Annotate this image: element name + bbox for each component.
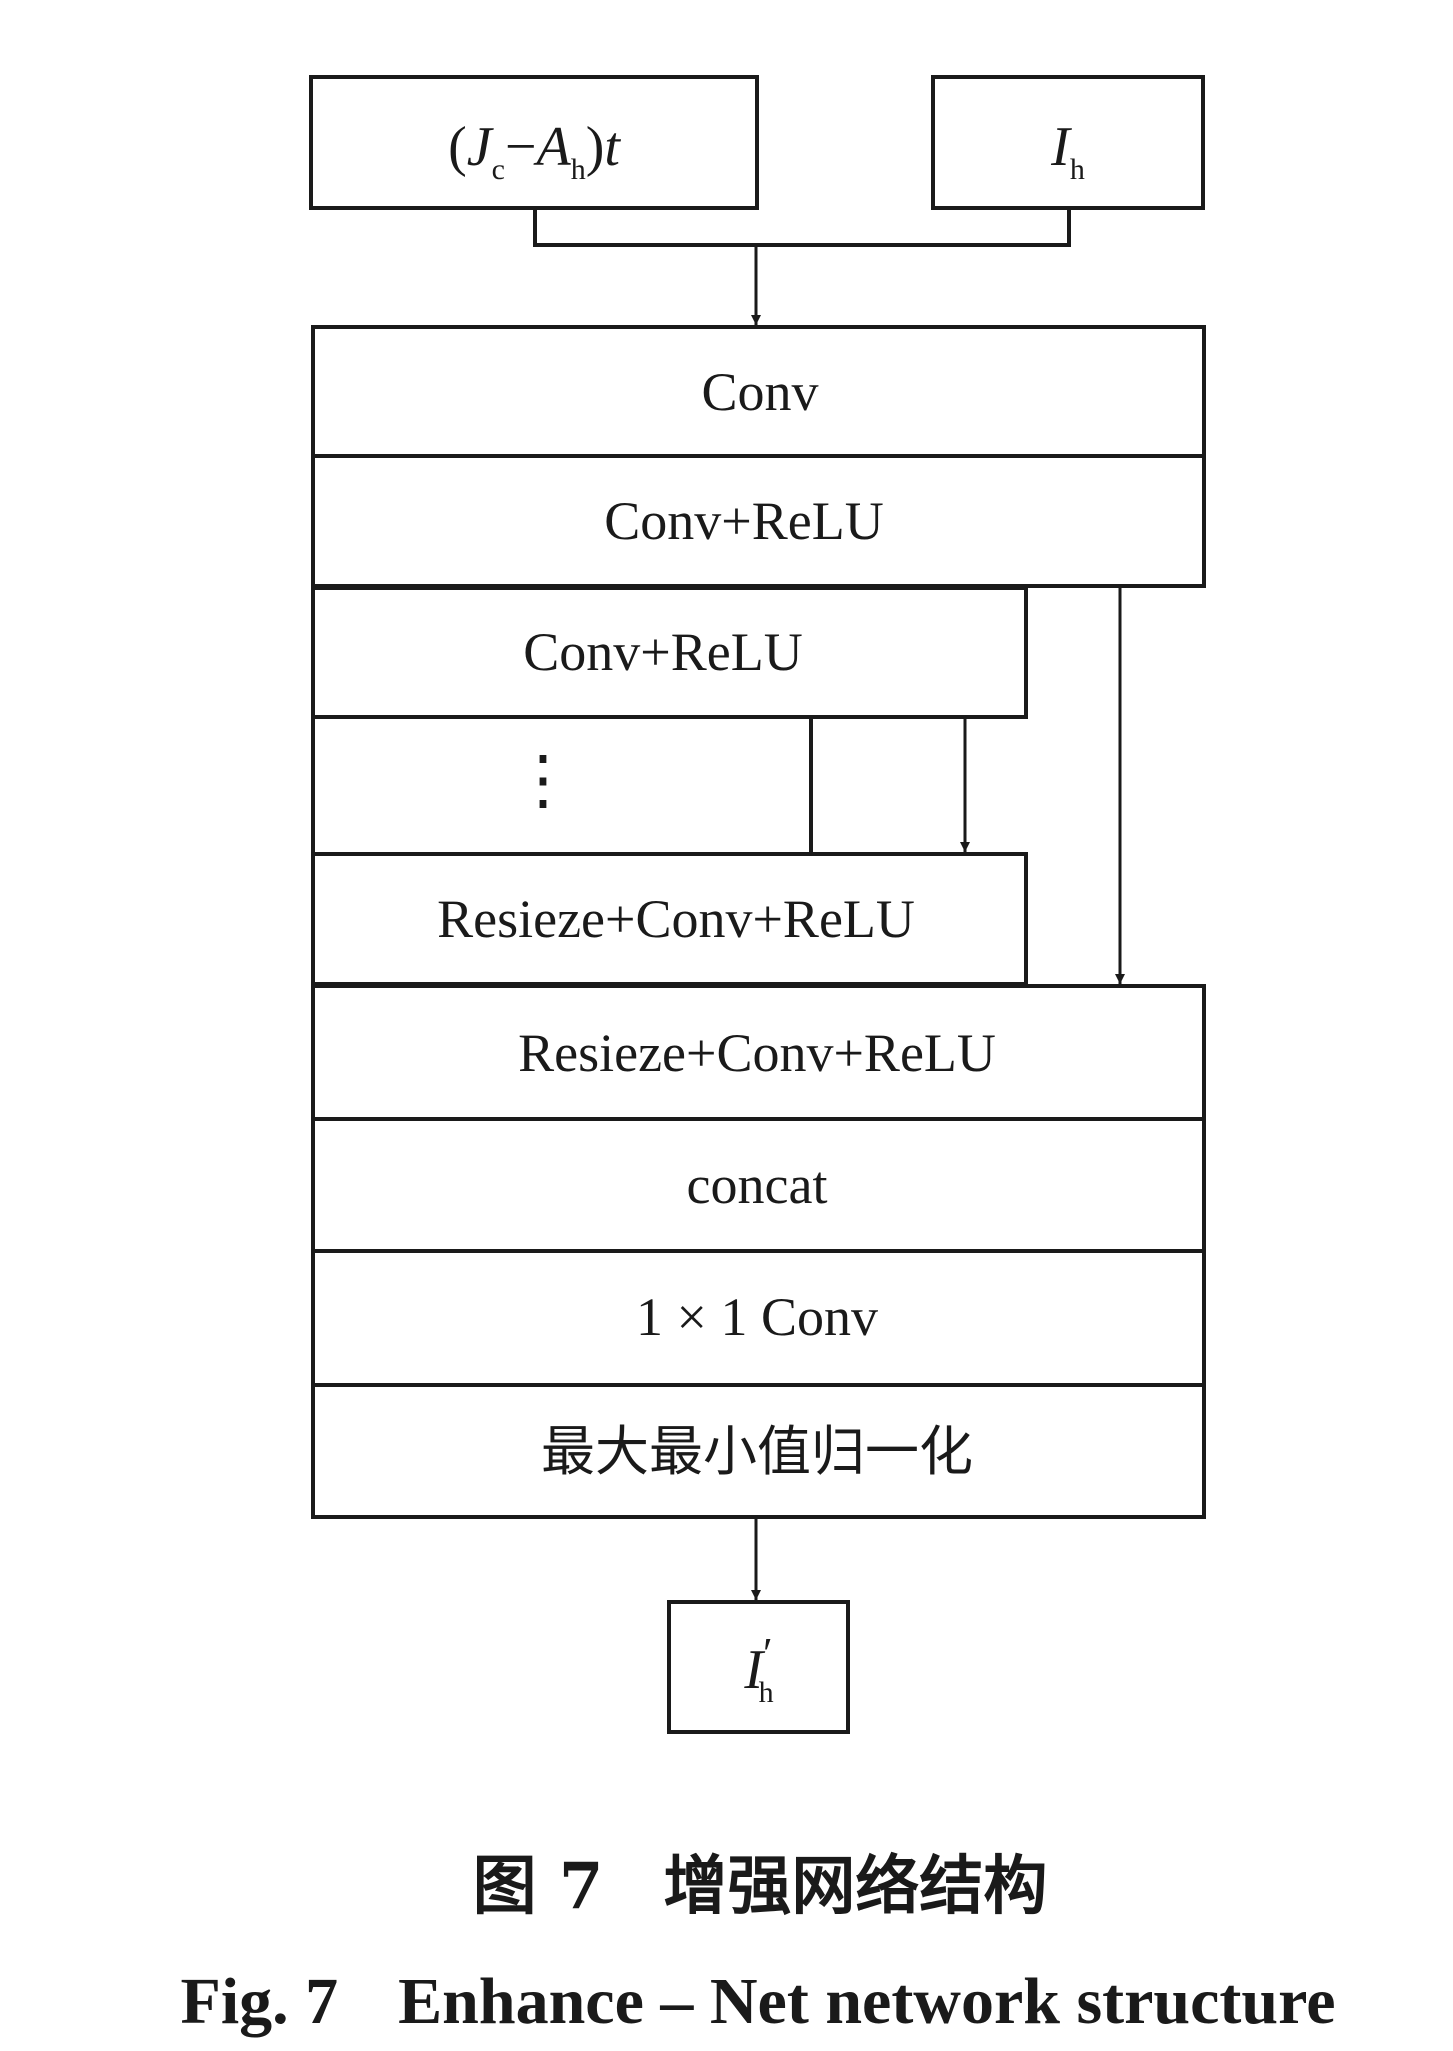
layer-resize-conv-relu-1-label: Resieze+Conv+ReLU: [437, 889, 915, 949]
layer-minmax-norm-label: 最大最小值归一化: [541, 1420, 973, 1483]
input-merge-line: [533, 208, 1071, 247]
layer-conv-relu-1-label: Conv+ReLU: [604, 491, 883, 551]
layer-concat-label: concat: [687, 1155, 828, 1215]
layer-minmax-norm-box: [311, 1383, 1206, 1519]
layer-resize-conv-relu-2-label: Resieze+Conv+ReLU: [518, 1023, 996, 1083]
output-label-ih-prime: I′h: [743, 1629, 773, 1709]
layer-conv-label: Conv: [701, 362, 818, 422]
input-label-ih: Ih: [1050, 116, 1085, 186]
layer-1x1-conv-label: 1 × 1 Conv: [636, 1287, 878, 1347]
output-box-ih-prime: [667, 1600, 850, 1734]
input-label-jc-ah-t: (Jc−Ah)t: [448, 116, 621, 186]
layer-conv-relu-2-label: Conv+ReLU: [523, 622, 802, 682]
layer-ellipsis-label: ⋮: [510, 744, 576, 817]
